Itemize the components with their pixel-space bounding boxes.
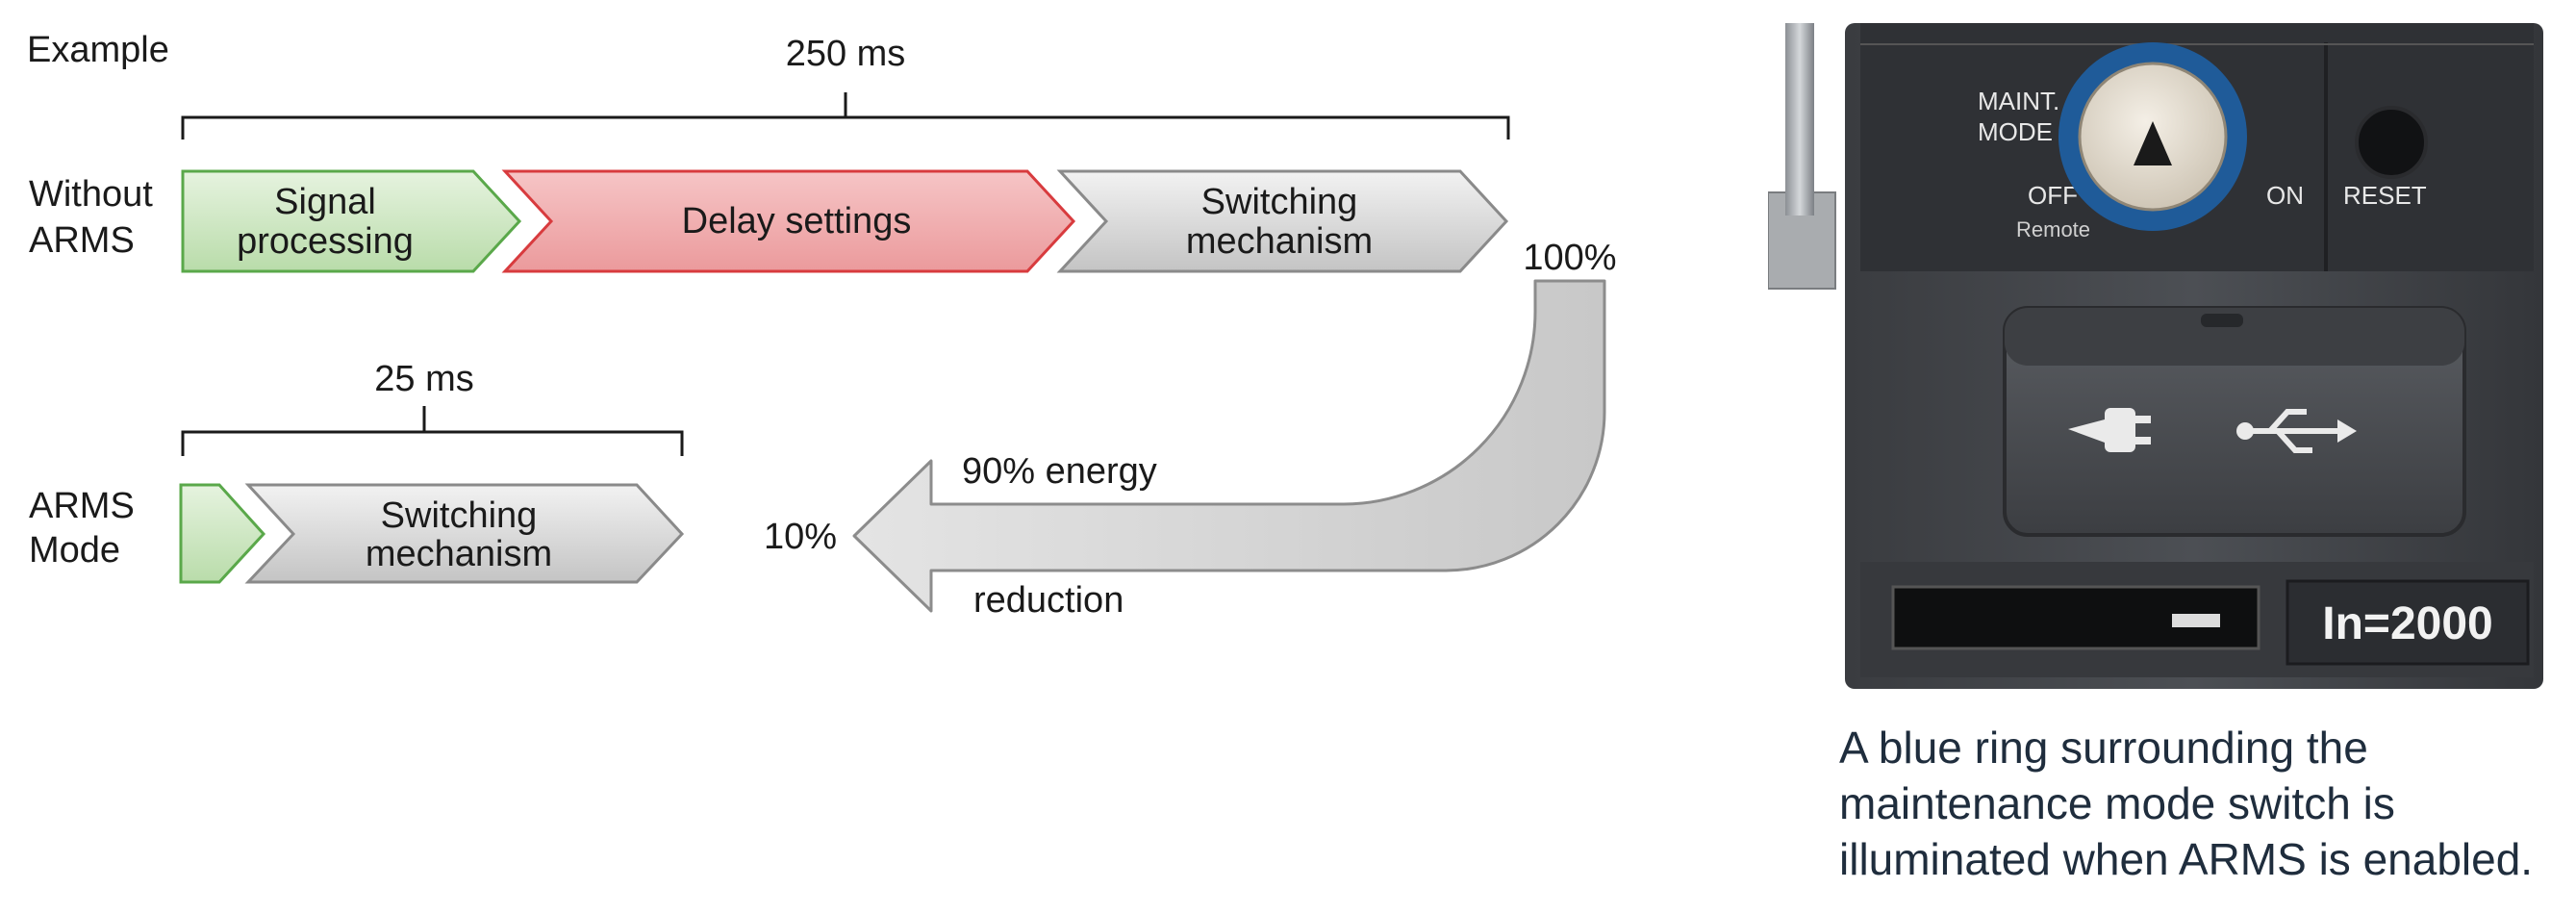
maint-mode-label-line1: MAINT. — [1978, 87, 2059, 115]
step-switching-mechanism — [1056, 169, 1509, 273]
reduction-label-line2: reduction — [973, 580, 1124, 621]
reset-button[interactable] — [2355, 106, 2428, 179]
bracket-25ms — [181, 406, 684, 456]
reduction-label-line1: 90% energy — [962, 451, 1157, 492]
arms-mode-label-line2: Mode — [29, 530, 120, 571]
off-label: OFF — [2028, 181, 2078, 210]
step-switching-mechanism-arms — [244, 483, 685, 584]
step-switching-mechanism-line2: mechanism — [1186, 221, 1373, 262]
knob-pointer-icon — [2134, 121, 2172, 165]
plug-icon — [2068, 408, 2151, 452]
step-signal-processing-short — [179, 483, 266, 584]
remote-label: Remote — [2016, 217, 2090, 241]
percent-100-label: 100% — [1523, 238, 1616, 278]
step-signal-processing-line1: Signal — [274, 182, 376, 222]
example-label: Example — [27, 30, 169, 70]
bracket-250ms — [181, 92, 1510, 140]
on-label: ON — [2266, 181, 2304, 210]
breaker-trip-unit-photo: MAINT. MODE OFF Remote ON RESET — [1767, 23, 2547, 689]
reset-label: RESET — [2343, 181, 2427, 210]
step-switching-mechanism-line1: Switching — [1201, 182, 1358, 222]
step-delay-settings-label: Delay settings — [682, 201, 912, 241]
without-arms-label-line1: Without — [29, 174, 153, 215]
percent-10-label: 10% — [764, 517, 837, 557]
step-delay-settings — [501, 169, 1076, 273]
arms-mode-label-line1: ARMS — [29, 486, 135, 526]
step-switching-mechanism-arms-line1: Switching — [381, 495, 538, 536]
photo-caption: A blue ring surrounding the maintenance … — [1839, 723, 2534, 884]
step-signal-processing — [181, 169, 522, 273]
step-signal-processing-line2: processing — [237, 221, 414, 262]
rating-label: In=2000 — [2322, 598, 2492, 649]
reduction-arrow — [852, 279, 1606, 613]
without-arms-label-line2: ARMS — [29, 220, 135, 261]
usb-icon — [2249, 409, 2337, 453]
duration-25ms-label: 25 ms — [374, 359, 473, 399]
maint-mode-label-line2: MODE — [1978, 117, 2053, 146]
duration-250ms-label: 250 ms — [786, 34, 906, 74]
step-switching-mechanism-arms-line2: mechanism — [366, 534, 552, 574]
